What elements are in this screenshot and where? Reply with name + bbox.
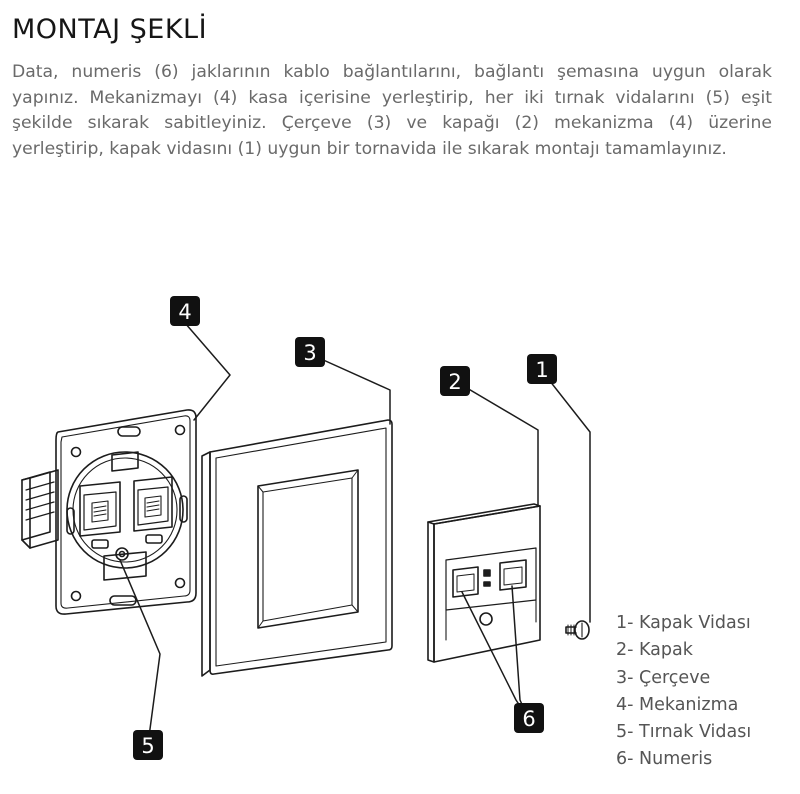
instructions-text: Data, numeris (6) jaklarının kablo bağla… bbox=[12, 62, 772, 159]
svg-text:2: 2 bbox=[448, 370, 461, 394]
svg-text:4: 4 bbox=[178, 300, 191, 324]
legend-item-frame: 3- Çerçeve bbox=[616, 667, 711, 688]
legend-item-cover: 2- Kapak bbox=[616, 640, 693, 661]
callout-badge-2: 2 bbox=[440, 366, 470, 396]
legend-item-claw-screw: 5- Tırnak Vidası bbox=[616, 722, 752, 743]
svg-text:3: 3 bbox=[303, 341, 316, 365]
svg-text:1: 1 bbox=[535, 358, 548, 382]
callout-badge-1: 1 bbox=[527, 354, 557, 384]
legend-item-mechanism: 4- Mekanizma bbox=[616, 694, 739, 715]
callout-badge-3: 3 bbox=[295, 337, 325, 367]
legend-item-cover-screw: 1- Kapak Vidası bbox=[616, 613, 751, 633]
legend-item-numeris: 6- Numeris bbox=[616, 749, 713, 770]
callout-badge-5: 5 bbox=[133, 730, 163, 760]
mechanism-part bbox=[21, 409, 197, 615]
cover-screw-part bbox=[565, 620, 590, 640]
svg-text:5: 5 bbox=[141, 734, 154, 758]
parts-legend: 1- Kapak Vidası 2- Kapak 3- Çerçeve 4- M… bbox=[616, 610, 751, 774]
callout-badge-4: 4 bbox=[170, 296, 200, 326]
cover-part bbox=[427, 503, 541, 663]
page-title: MONTAJ ŞEKLİ bbox=[12, 14, 208, 45]
frame-part bbox=[201, 419, 393, 677]
callout-badge-6: 6 bbox=[514, 703, 544, 733]
svg-text:6: 6 bbox=[522, 707, 535, 731]
